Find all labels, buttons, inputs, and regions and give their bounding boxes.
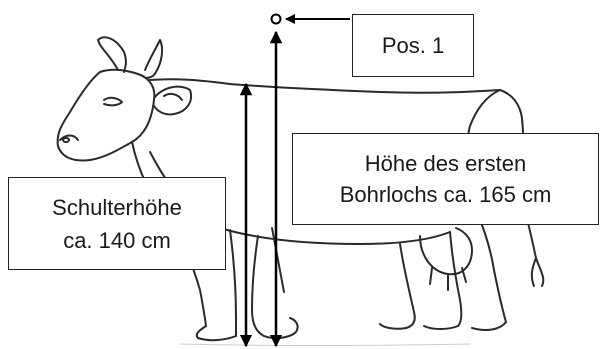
bore-height-label-box: Höhe des ersten Bohrlochs ca. 165 cm [292, 133, 599, 225]
bore-height-label-line1: Höhe des ersten [364, 151, 527, 176]
position-marker [270, 13, 282, 25]
shoulder-height-label-line2: ca. 140 cm [63, 227, 171, 253]
position-label-box: Pos. 1 [352, 14, 474, 77]
shoulder-height-label-line1: Schulterhöhe [52, 194, 182, 220]
position-label: Pos. 1 [381, 32, 445, 58]
bore-height-label-line2: Bohrlochs ca. 165 cm [339, 182, 552, 207]
shoulder-height-label-box: Schulterhöhe ca. 140 cm [8, 177, 226, 270]
